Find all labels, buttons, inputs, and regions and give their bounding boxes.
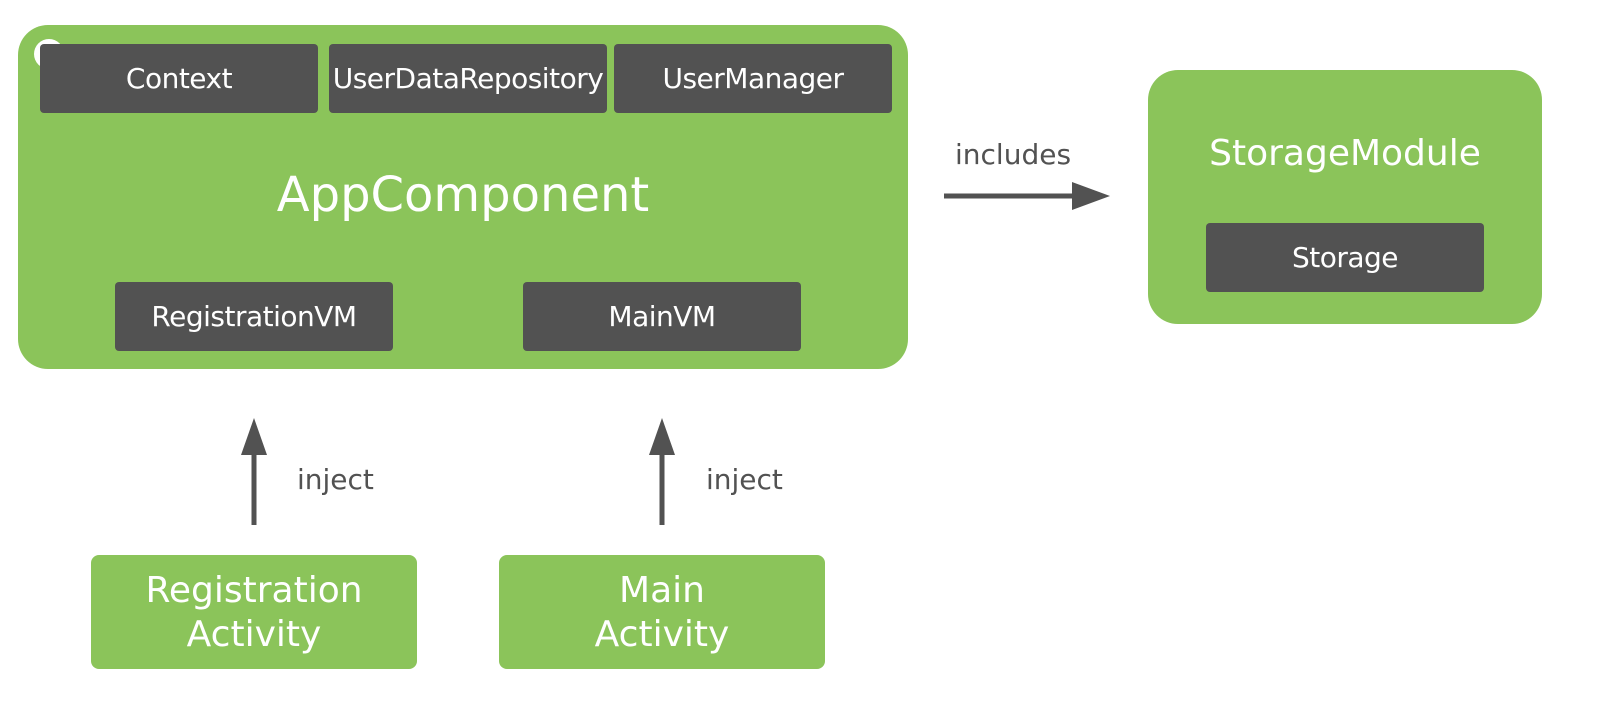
main-activity-box: Main Activity	[499, 555, 825, 669]
storage-module-title: StorageModule	[1209, 133, 1481, 174]
inject-main-arrow	[649, 418, 675, 525]
app-component-title: AppComponent	[276, 167, 650, 223]
includes-label: includes	[955, 138, 1072, 171]
user-data-repository-node: UserDataRepository	[329, 44, 607, 113]
inject-registration-label: inject	[297, 463, 374, 496]
registration-vm-label: RegistrationVM	[151, 300, 357, 333]
storage-node: Storage	[1206, 223, 1484, 292]
registration-activity-line1: Registration	[145, 570, 363, 611]
user-data-repository-label: UserDataRepository	[332, 62, 604, 95]
user-manager-node: UserManager	[614, 44, 892, 113]
main-vm-label: MainVM	[608, 300, 716, 333]
context-node: Context	[40, 44, 318, 113]
main-activity-line1: Main	[619, 570, 705, 611]
inject-registration-arrow	[241, 418, 267, 525]
app-component-box: Context UserDataRepository UserManager A…	[18, 25, 908, 369]
registration-activity-box: Registration Activity	[91, 555, 417, 669]
main-vm-node: MainVM	[523, 282, 801, 351]
registration-activity-line2: Activity	[186, 614, 322, 655]
registration-activity-label: Registration Activity	[91, 569, 417, 657]
registration-vm-node: RegistrationVM	[115, 282, 393, 351]
storage-label: Storage	[1291, 241, 1399, 274]
storage-module-box: StorageModule Storage	[1148, 70, 1542, 324]
includes-arrow	[944, 182, 1110, 210]
main-activity-line2: Activity	[594, 614, 730, 655]
user-manager-label: UserManager	[662, 62, 844, 95]
context-label: Context	[125, 62, 233, 95]
main-activity-label: Main Activity	[499, 569, 825, 657]
inject-main-label: inject	[706, 463, 783, 496]
